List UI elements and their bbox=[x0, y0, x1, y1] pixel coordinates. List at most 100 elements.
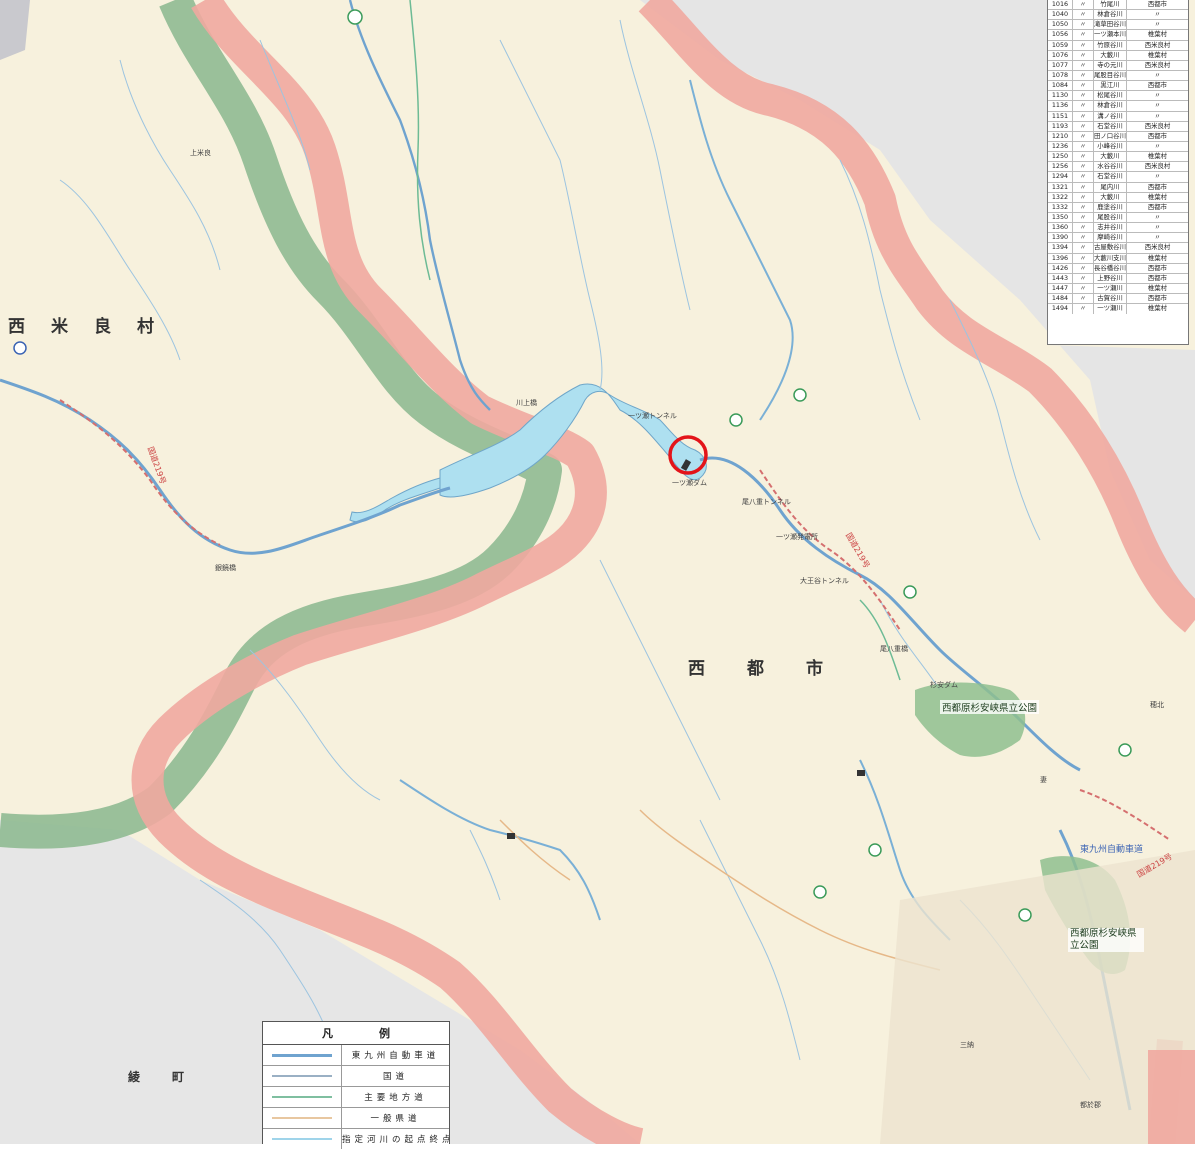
table-cell: 〃 bbox=[1154, 223, 1161, 232]
table-cell: 1077 bbox=[1048, 60, 1073, 70]
place-name-saito: 西都市 bbox=[688, 659, 865, 679]
table-cell: 1193 bbox=[1048, 121, 1073, 131]
table-cell: 〃 bbox=[1073, 223, 1094, 233]
table-cell: 1426 bbox=[1048, 263, 1073, 273]
table-cell: 〃 bbox=[1073, 131, 1094, 141]
legend-swatch bbox=[263, 1087, 342, 1107]
table-cell: 1084 bbox=[1048, 81, 1073, 91]
table-cell: 水谷谷川 bbox=[1094, 162, 1127, 172]
table-cell: 〃 bbox=[1073, 20, 1094, 30]
legend-row: 指定河川の起点終点 bbox=[263, 1129, 449, 1149]
route-badges bbox=[13, 9, 1132, 922]
table-cell: 西都市 bbox=[1147, 294, 1168, 303]
table-cell: 〃 bbox=[1073, 81, 1094, 91]
table-cell: 〃 bbox=[1154, 10, 1161, 19]
table-cell: 椎葉村 bbox=[1147, 304, 1168, 313]
label-kamimera: 上米良 bbox=[190, 149, 211, 157]
table-cell: 石堂谷川 bbox=[1094, 121, 1127, 131]
table-cell: 1236 bbox=[1048, 141, 1073, 152]
table-cell: 西米良村 bbox=[1144, 60, 1171, 69]
label-kawakami-bridge: 川上橋 bbox=[516, 399, 537, 407]
table-row: 1447〃一ツ瀬川椎葉村 bbox=[1048, 283, 1188, 295]
table-cell: 〃 bbox=[1073, 273, 1094, 283]
label-obae-bridge: 尾八重橋 bbox=[880, 645, 908, 653]
table-cell: 1350 bbox=[1048, 212, 1073, 223]
table-cell: 〃 bbox=[1154, 101, 1161, 110]
table-row: 1151〃溝ノ谷川〃 bbox=[1048, 111, 1188, 122]
table-row: 1390〃摩崎谷川〃 bbox=[1048, 233, 1188, 244]
legend-line-symbol bbox=[272, 1138, 332, 1140]
table-cell: 〃 bbox=[1073, 212, 1094, 223]
table-cell: 黒江川 bbox=[1094, 81, 1127, 91]
table-cell: 大藪川 bbox=[1094, 50, 1127, 60]
table-cell: 椎葉村 bbox=[1147, 30, 1168, 39]
table-row: 1332〃鹿塗谷川西都市 bbox=[1048, 202, 1188, 213]
table-cell: 1130 bbox=[1048, 91, 1073, 101]
urban-area bbox=[880, 850, 1195, 1144]
label-tsuma: 妻 bbox=[1040, 776, 1047, 784]
table-cell: 上野谷川 bbox=[1094, 273, 1127, 283]
table-cell: 1396 bbox=[1048, 253, 1073, 263]
table-cell: 1210 bbox=[1048, 131, 1073, 141]
table-cell: 1056 bbox=[1048, 30, 1073, 40]
table-cell: 1059 bbox=[1048, 40, 1073, 50]
legend-swatch bbox=[263, 1066, 342, 1086]
table-cell: 1484 bbox=[1048, 294, 1073, 304]
table-cell: 〃 bbox=[1073, 70, 1094, 81]
table-row: 1136〃林倉谷川〃 bbox=[1048, 101, 1188, 112]
label-shiromi-bridge: 銀鏡橋 bbox=[215, 564, 236, 572]
table-cell: 1332 bbox=[1048, 202, 1073, 212]
table-cell: 尾股目谷川 bbox=[1094, 70, 1127, 81]
legend: 凡 例 東九州自動車道国道主要地方道一般県道指定河川の起点終点 bbox=[262, 1021, 450, 1149]
table-cell: 〃 bbox=[1073, 141, 1094, 152]
legend-swatch bbox=[263, 1129, 342, 1149]
table-cell: 1322 bbox=[1048, 192, 1073, 202]
legend-label: 国道 bbox=[382, 1072, 408, 1082]
table-cell: 1016 bbox=[1048, 0, 1073, 10]
table-cell: 一ツ瀬本川 bbox=[1094, 30, 1127, 40]
table-cell: 〃 bbox=[1073, 253, 1094, 263]
legend-label: 指定河川の起点終点 bbox=[342, 1135, 449, 1145]
table-row: 1396〃大藪川支川椎葉村 bbox=[1048, 253, 1188, 264]
table-row: 1322〃大藪川椎葉村 bbox=[1048, 192, 1188, 203]
table-cell: 志井谷川 bbox=[1094, 223, 1127, 233]
national-route-219 bbox=[59, 399, 1171, 841]
table-cell: 1256 bbox=[1048, 162, 1073, 172]
table-row: 1130〃松尾谷川〃 bbox=[1048, 91, 1188, 102]
table-row: 1210〃田ノ口谷川西都市 bbox=[1048, 131, 1188, 142]
legend-title-right: 例 bbox=[379, 1027, 390, 1040]
urban-pink-block bbox=[1148, 1050, 1195, 1144]
table-cell: 竹原谷川 bbox=[1094, 40, 1127, 50]
table-row: 1256〃水谷谷川西米良村 bbox=[1048, 162, 1188, 173]
table-cell: 椎葉村 bbox=[1147, 253, 1168, 262]
table-cell: 小峰谷川 bbox=[1094, 141, 1127, 152]
table-row: 1494〃一ツ瀬川椎葉村 bbox=[1048, 304, 1188, 315]
table-cell: 〃 bbox=[1073, 243, 1094, 253]
label-hitotsuse-tunnel: 一ツ瀬トンネル bbox=[628, 412, 677, 420]
dam-marker-3 bbox=[857, 770, 865, 776]
table-cell: 椎葉村 bbox=[1147, 50, 1168, 59]
table-cell: 西都市 bbox=[1147, 263, 1168, 272]
table-cell: 1294 bbox=[1048, 172, 1073, 182]
legend-line-symbol bbox=[272, 1096, 332, 1098]
legend-swatch bbox=[263, 1108, 342, 1128]
table-row: 1443〃上野谷川西都市 bbox=[1048, 273, 1188, 284]
label-daioudani-tunnel: 大王谷トンネル bbox=[800, 577, 849, 585]
table-cell: 〃 bbox=[1073, 111, 1094, 121]
legend-row: 主要地方道 bbox=[263, 1087, 449, 1108]
table-cell: 古賀谷川 bbox=[1094, 294, 1127, 304]
table-cell: 西都市 bbox=[1147, 81, 1168, 90]
legend-title: 凡 例 bbox=[263, 1022, 449, 1045]
table-cell: 溝ノ谷川 bbox=[1094, 111, 1127, 121]
table-cell: 〃 bbox=[1154, 233, 1161, 242]
label-power-station: 一ツ瀬発電所 bbox=[776, 533, 818, 541]
pink-boundary-band-east bbox=[638, 0, 1195, 633]
pink-boundary-band-north bbox=[131, 0, 644, 1144]
table-cell: 長谷橋谷川 bbox=[1094, 263, 1127, 273]
table-row: 1078〃尾股目谷川〃 bbox=[1048, 70, 1188, 82]
table-cell: 石堂谷川 bbox=[1094, 172, 1127, 182]
label-hokita: 穂北 bbox=[1150, 701, 1164, 709]
table-cell: 西都市 bbox=[1147, 273, 1168, 282]
park-label-east: 西都原杉安峡県立公園 bbox=[1068, 928, 1144, 952]
table-cell: 〃 bbox=[1073, 0, 1094, 10]
